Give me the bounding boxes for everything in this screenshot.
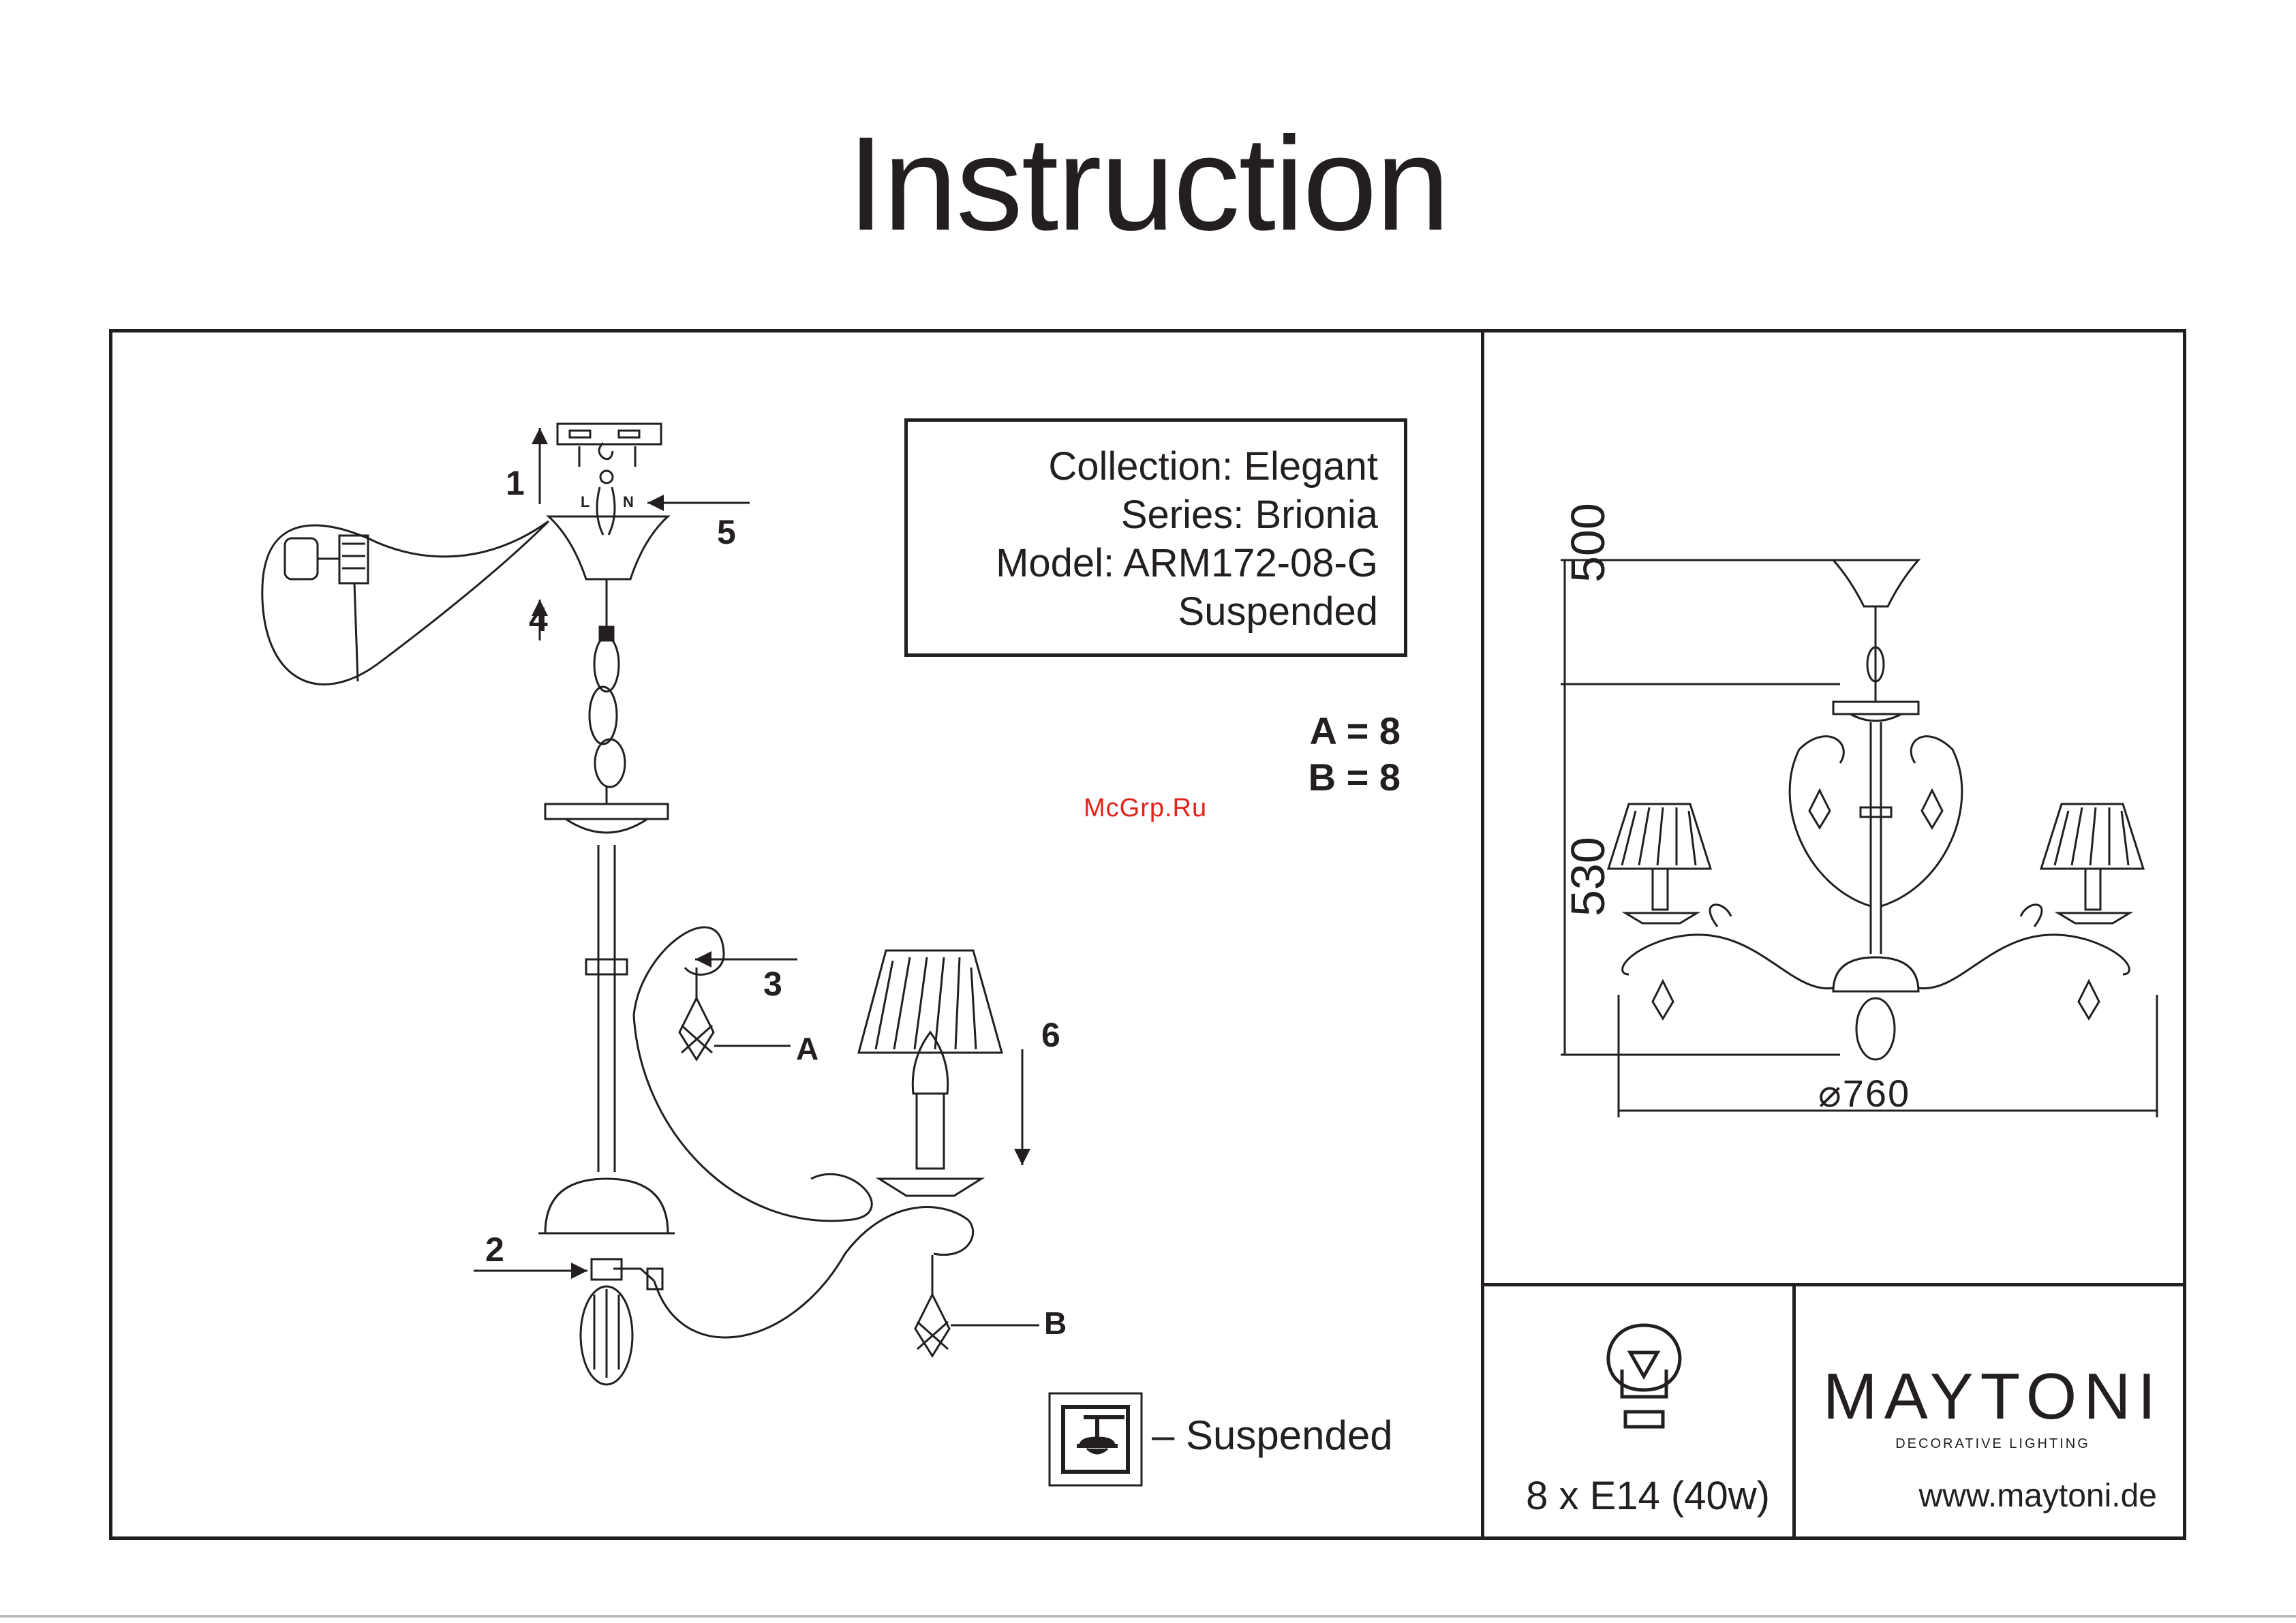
assembly-diagram bbox=[262, 424, 1039, 1385]
arm-icon bbox=[634, 927, 724, 1015]
zoom-detail-bubble bbox=[262, 521, 549, 684]
ceiling-bracket-icon bbox=[557, 424, 661, 444]
light-bulb-icon bbox=[1608, 1325, 1680, 1427]
suspended-mount-icon bbox=[1050, 1393, 1142, 1485]
bowl-icon bbox=[545, 1179, 668, 1233]
lampshade-icon bbox=[859, 950, 1002, 1053]
dimension-drawing bbox=[1561, 560, 2157, 1117]
candle-bulb-icon bbox=[913, 1032, 947, 1094]
canopy-icon bbox=[549, 516, 668, 579]
